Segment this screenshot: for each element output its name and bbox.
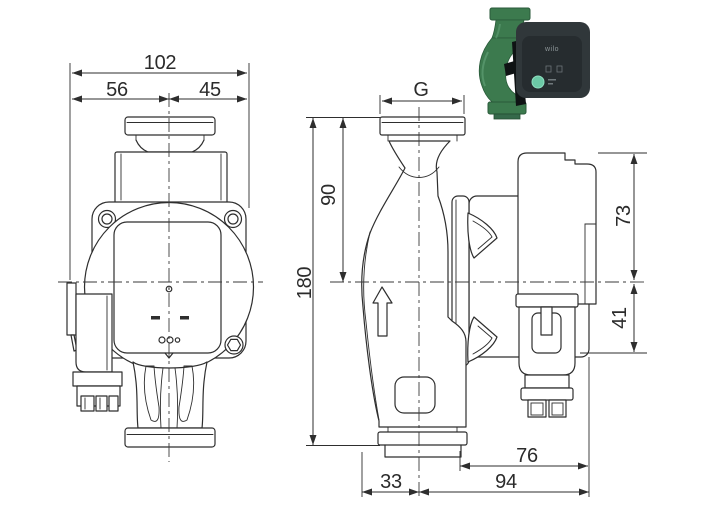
flow-arrow-icon (372, 286, 393, 337)
side-control-module (517, 152, 597, 305)
dim-total-height: 180 (294, 267, 316, 300)
clamp-bracket-lower (467, 316, 498, 363)
side-view (361, 116, 597, 458)
dim-flange-face: 33 (380, 471, 402, 493)
product-photo: wilo (478, 7, 590, 120)
power-button (532, 76, 544, 88)
dimension-annotations: 102 56 45 180 90 G 73 41 76 33 94 (69, 52, 647, 497)
face-dash-left (151, 316, 160, 320)
centerlines (58, 93, 648, 497)
brand-label: wilo (544, 46, 559, 53)
screw-top-right (223, 209, 243, 229)
control-module-photo: wilo (516, 22, 590, 98)
dim-width-left: 56 (106, 79, 128, 101)
front-terminal-box (66, 282, 123, 412)
front-top-flange (124, 116, 216, 136)
side-bottom-flange (377, 431, 468, 446)
dim-flange-to-axis: 90 (318, 184, 340, 206)
screw-top-left (97, 209, 117, 229)
face-led-2 (166, 336, 174, 344)
face-dash-right (180, 316, 189, 320)
dim-total-width: 102 (144, 52, 177, 74)
side-boss-pad (394, 376, 436, 414)
dim-motor-rear: 94 (495, 471, 517, 493)
front-bottom-flange (124, 427, 216, 448)
dim-port-thread: G (413, 79, 428, 101)
dim-motor-rear-top: 76 (516, 445, 538, 467)
dim-axis-to-top: 73 (613, 205, 635, 227)
front-volute (132, 361, 208, 429)
mode-icon (556, 65, 563, 73)
side-top-flange (379, 116, 466, 136)
front-face-plate (113, 221, 222, 359)
front-view (66, 116, 255, 448)
face-led-1 (158, 336, 166, 344)
side-cable-plug (515, 293, 579, 418)
face-led-3 (174, 337, 181, 343)
dim-width-right: 45 (199, 79, 221, 101)
dim-axis-to-bottom: 41 (609, 307, 631, 329)
side-volute (361, 140, 467, 428)
button-marks (548, 79, 556, 81)
clamp-bracket-upper (467, 212, 498, 259)
front-neck (135, 139, 205, 153)
display-icon (545, 65, 552, 73)
